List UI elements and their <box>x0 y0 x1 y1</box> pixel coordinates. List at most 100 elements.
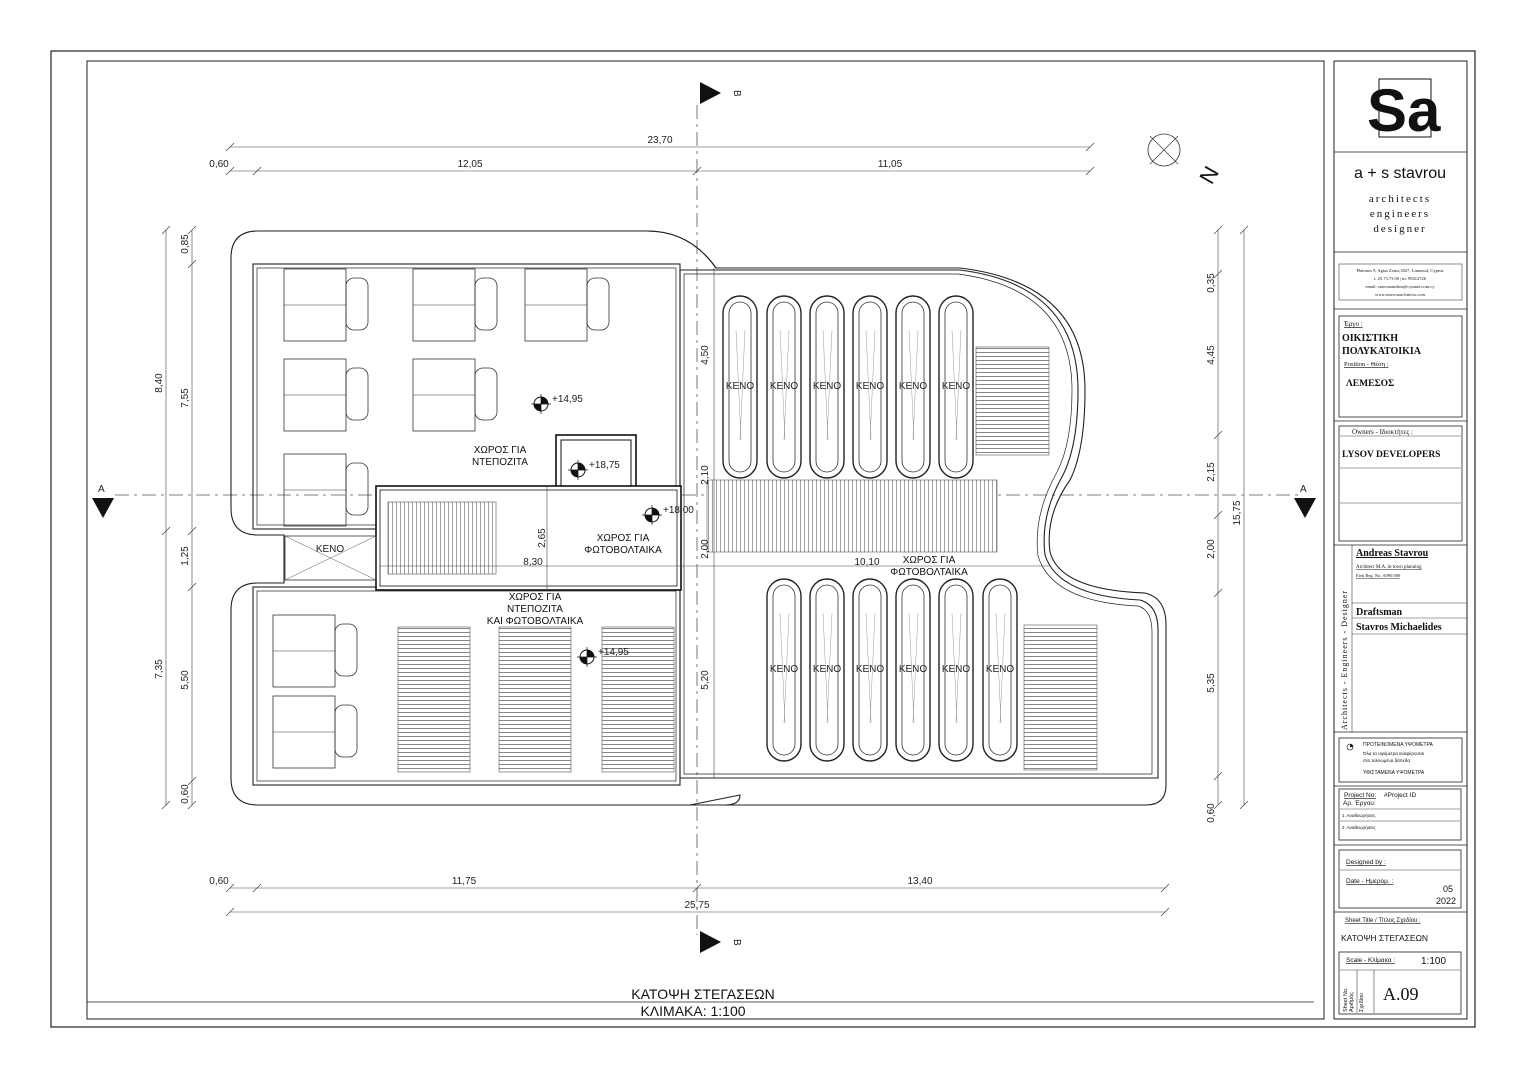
dimension-ticks <box>161 142 1249 917</box>
skylight: ΚΕΝΟ <box>938 295 974 479</box>
north-arrow-icon: N <box>1147 133 1224 188</box>
room-label: ΧΩΡΟΣ ΓΙΑ <box>903 555 956 566</box>
skylight: ΚΕΝΟ <box>809 295 845 479</box>
skylight: ΚΕΝΟ <box>766 578 802 762</box>
pv-panels <box>387 346 1098 773</box>
project-no-label: Project No: <box>1344 792 1376 799</box>
pv-panel <box>498 626 572 773</box>
room-label: ΦΩΤΟΒΟΛΤΑΙΚΑ <box>584 545 662 556</box>
skylight-label: ΚΕΝΟ <box>813 381 842 392</box>
project-label: Έργο : <box>1343 320 1363 328</box>
legend-box <box>1338 737 1463 783</box>
dim-label: 0,60 <box>1206 803 1217 823</box>
skylight-label: ΚΕΝΟ <box>942 381 971 392</box>
firm-subtitle: engineers <box>1370 208 1430 220</box>
dim-label: 15,75 <box>1232 500 1243 525</box>
legend-proposed: ΠΡΟΤΕΙΝΟΜΕΝΑ ΥΨΟΜΕΤΡΑ <box>1363 742 1434 748</box>
level-marker: +14,95 <box>531 394 583 414</box>
section-a-label: A <box>1300 484 1307 495</box>
team-vertical: Architects - Engineers - Designer <box>1340 590 1349 730</box>
sheet-no-label: Sheet No. <box>1343 987 1349 1012</box>
firm-address: Platonos 9, Agias Zonis,3027, Limassol, … <box>1357 268 1444 274</box>
project-name: ΟΙΚΙΣΤΙΚΗ <box>1342 333 1398 344</box>
scale-box <box>1338 951 1462 1015</box>
skylight-label: ΚΕΝΟ <box>856 664 885 675</box>
skylight-label: ΚΕΝΟ <box>899 381 928 392</box>
room-label: ΧΩΡΟΣ ΓΙΑ <box>509 592 562 603</box>
architect-name: Andreas Stavrou <box>1356 548 1429 559</box>
legend-note: Όλα τα υψόμετρα αναφέρονται <box>1362 750 1424 756</box>
room-label: ΝΤΕΠΟΖΙΤΑ <box>472 457 528 468</box>
water-tank <box>412 358 498 432</box>
pv-panel <box>601 626 675 773</box>
water-tank <box>283 453 369 527</box>
title-block-frame <box>1333 60 1468 1020</box>
dim-label: 0,35 <box>1206 273 1217 293</box>
sheet-title-label: Sheet Title / Τίτλος Σχεδίου : <box>1345 918 1421 924</box>
room-label: ΦΩΤΟΒΟΛΤΑΙΚΑ <box>890 567 968 578</box>
legend-note: στα τελειωμένα δάπεδα <box>1363 757 1410 763</box>
owners-name: LYSOV DEVELOPERS <box>1342 450 1440 460</box>
skylight: ΚΕΝΟ <box>895 295 931 479</box>
sheet-title: ΚΑΤΟΨΗ ΣΤΕΓΑΣΕΩΝ <box>1341 933 1428 943</box>
skylight-label: ΚΕΝΟ <box>726 381 755 392</box>
sheet-no-label: Αριθμός <box>1348 992 1355 1012</box>
right-parapet <box>679 269 1159 779</box>
dim-label: 2,65 <box>537 528 548 548</box>
skylight-label: ΚΕΝΟ <box>986 664 1015 675</box>
pv-panel <box>1023 624 1098 771</box>
water-tank <box>272 614 358 688</box>
architect-reg: Etek Reg. No. A090.000 <box>1356 573 1401 578</box>
dim-label: 2,00 <box>700 539 711 559</box>
water-tank <box>283 358 369 432</box>
design-box <box>1338 849 1462 909</box>
dim-label: 10,10 <box>854 557 879 568</box>
pv-panel <box>706 479 998 553</box>
section-marker-a-left: A <box>92 484 114 518</box>
dim-label: 4,50 <box>700 345 711 365</box>
level-label: +14,95 <box>552 394 583 405</box>
firm-subtitle: designer <box>1373 223 1426 235</box>
room-label: ΧΩΡΟΣ ΓΙΑ <box>597 533 650 544</box>
skylight: ΚΕΝΟ <box>895 578 931 762</box>
skylight-label: ΚΕΝΟ <box>856 381 885 392</box>
level-marker: +14,95 <box>577 647 629 667</box>
position-value: ΛΕΜΕΣΟΣ <box>1346 379 1394 389</box>
void-label: ΚΕΝΟ <box>316 544 345 555</box>
water-tank <box>283 268 369 342</box>
date-year: 2022 <box>1436 896 1456 906</box>
skylight: ΚΕΝΟ <box>722 295 758 479</box>
drawing-scale: ΚΛΙΜΑΚΑ: 1:100 <box>640 1003 745 1019</box>
address-box <box>1338 263 1463 301</box>
skylight: ΚΕΝΟ <box>809 578 845 762</box>
proposed-level-icon <box>1346 743 1354 751</box>
right-parapet-inner <box>683 273 1153 775</box>
scale-label: Scale - Κλίμακα : <box>1346 956 1395 964</box>
firm-subtitle: architects <box>1369 193 1431 205</box>
skylight: ΚΕΝΟ <box>852 295 888 479</box>
firm-name: a + s stavrou <box>1354 165 1446 182</box>
draftsman-label: Draftsman <box>1356 607 1403 618</box>
dim-label: 2,00 <box>1206 539 1217 559</box>
void-area <box>284 535 377 581</box>
dimension-text: 23,70 0,60 12,05 11,05 0,60 11,75 13,40 … <box>154 135 1243 911</box>
drawing-title: ΚΑΤΟΨΗ ΣΤΕΓΑΣΕΩΝ <box>631 986 774 1002</box>
sheet-no-label: Σχεδίου <box>1359 993 1365 1012</box>
water-tank <box>272 695 358 769</box>
water-tank <box>412 268 498 342</box>
dim-label: 2,10 <box>700 465 711 485</box>
void-cross <box>284 535 377 581</box>
dim-label: 1,25 <box>180 546 191 566</box>
dim-label: 0,60 <box>209 876 229 887</box>
designed-by-label: Designed by : <box>1346 859 1386 866</box>
project-no-label2: Αρ. Έργου: <box>1343 800 1376 807</box>
skylight-label: ΚΕΝΟ <box>813 664 842 675</box>
sheet-number: A.09 <box>1383 984 1419 1004</box>
dim-label: 2,15 <box>1206 462 1217 482</box>
firm-phone: t: 25.73.73.00 | m: 99412726 <box>1374 276 1427 281</box>
skylight-label: ΚΕΝΟ <box>770 664 799 675</box>
project-no-box <box>1338 788 1462 841</box>
section-marker-b-top: B <box>700 82 742 104</box>
room-label: ΝΤΕΠΟΖΙΤΑ <box>507 604 563 615</box>
